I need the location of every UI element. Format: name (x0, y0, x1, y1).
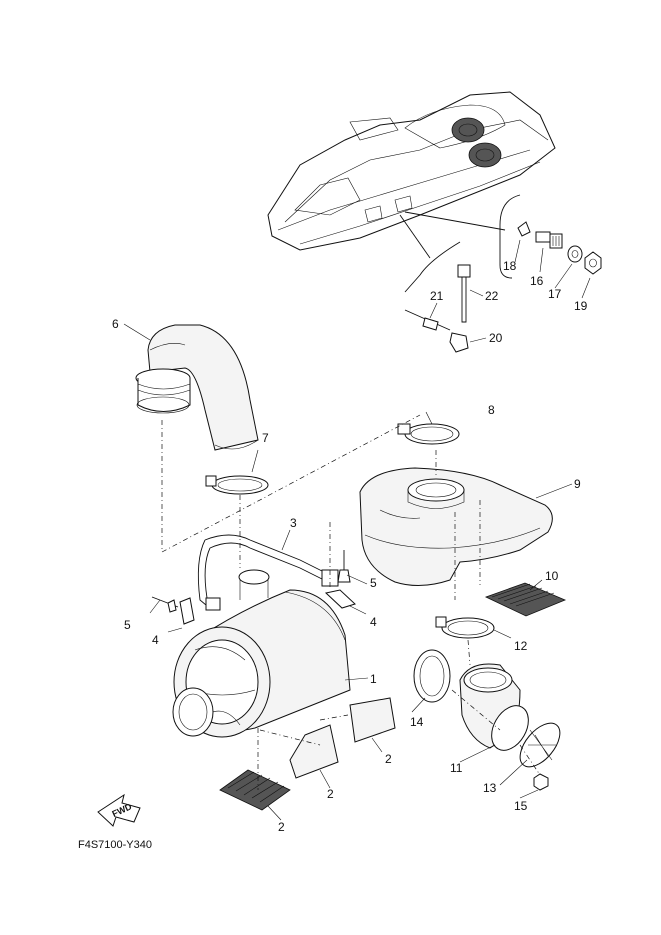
callout-9: 9 (574, 477, 581, 491)
callout-15: 15 (514, 799, 528, 813)
callout-labels: 1 2 2 2 3 4 4 5 5 6 7 8 9 10 11 12 13 14… (112, 259, 588, 834)
fitting-part-group (517, 221, 602, 275)
callout-12: 12 (514, 639, 528, 653)
callout-18: 18 (503, 259, 517, 273)
mat-10 (484, 582, 567, 617)
callout-13: 13 (483, 781, 497, 795)
callout-16: 16 (530, 274, 544, 288)
diagram-code: F4S7100-Y340 (78, 839, 152, 851)
hose-clamp-7 (205, 475, 269, 495)
callout-14: 14 (410, 715, 424, 729)
callout-2b: 2 (327, 787, 334, 801)
callout-2c: 2 (278, 820, 285, 834)
callout-7: 7 (262, 431, 269, 445)
intake-duct (135, 324, 259, 451)
callout-19: 19 (574, 299, 588, 313)
outlet-assembly (413, 649, 561, 791)
callout-4b: 4 (370, 615, 377, 629)
callout-5b: 5 (370, 576, 377, 590)
resonator-cover (359, 467, 553, 586)
fastener-group (404, 264, 471, 353)
callout-2a: 2 (385, 752, 392, 766)
callout-20: 20 (489, 331, 503, 345)
callout-8: 8 (488, 403, 495, 417)
callout-17: 17 (548, 287, 562, 301)
callout-4a: 4 (152, 633, 159, 647)
watercraft-illustration (267, 91, 556, 251)
callout-1: 1 (370, 672, 377, 686)
callout-6: 6 (112, 317, 119, 331)
strap-3 (197, 534, 339, 611)
intake-silencer (172, 569, 351, 738)
mat-2-group (219, 697, 396, 811)
callout-22: 22 (485, 289, 499, 303)
callout-11: 11 (450, 761, 463, 775)
brackets-4-5 (151, 550, 356, 625)
fwd-arrow-icon: FWD (97, 793, 141, 827)
hose-clamp-8 (397, 423, 460, 445)
hose-clamp-12 (435, 616, 495, 639)
callout-21: 21 (430, 289, 444, 303)
callout-10: 10 (545, 569, 559, 583)
callout-3: 3 (290, 516, 297, 530)
callout-5a: 5 (124, 618, 131, 632)
